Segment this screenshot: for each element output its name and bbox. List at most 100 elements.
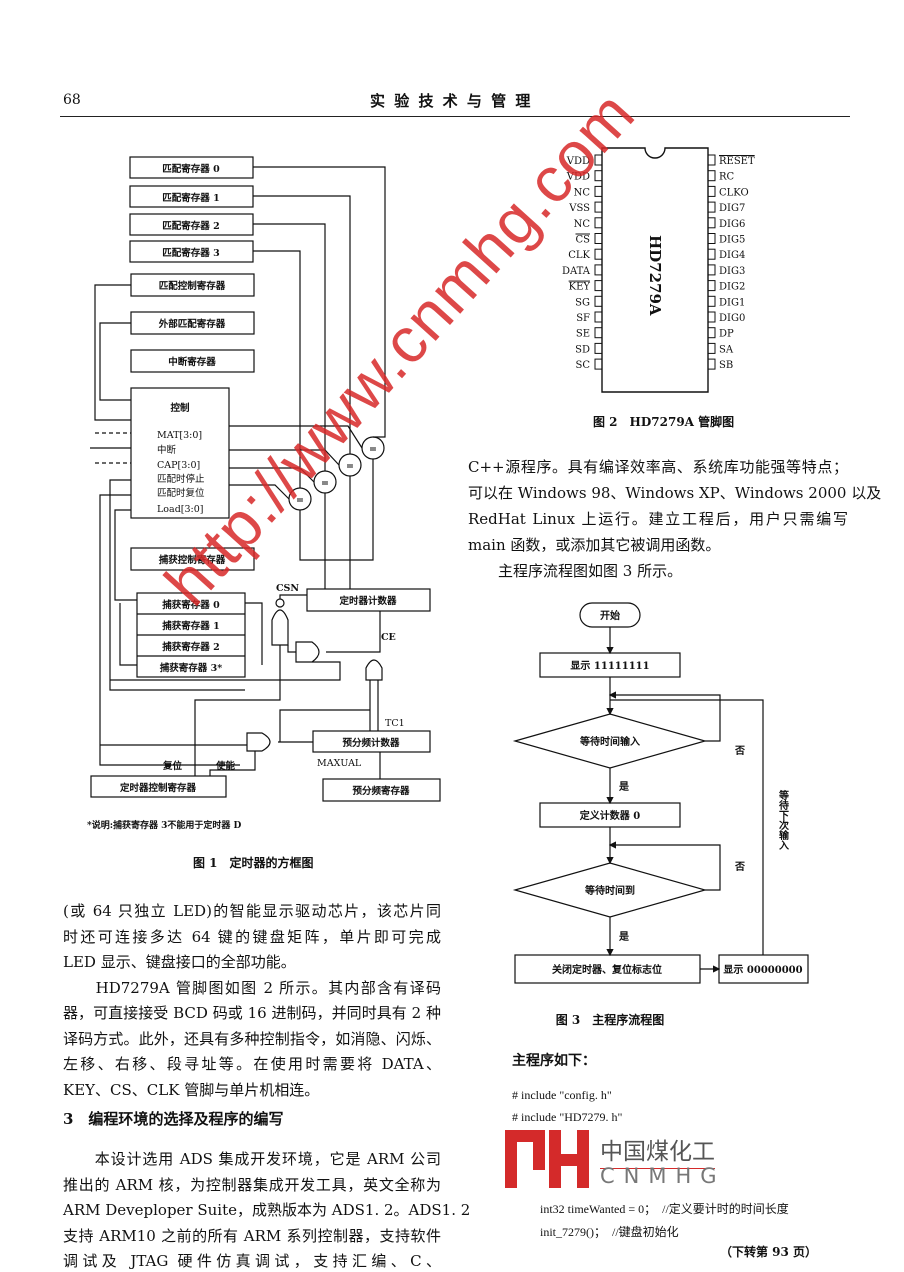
comparator-symbol: = (369, 444, 377, 455)
match-register-2: 匹配寄存器 2 (162, 220, 219, 232)
right-text-line: main 函数，或添加其它被调用函数。 (468, 536, 721, 554)
left-text-line: KEY、CS、CLK 管脚与单片机相连。 (63, 1080, 320, 1099)
pin-left (594, 248, 603, 260)
figure2-pinout: HD7279A VDDVDDNCVSSNCCSCLKDATAKEYSGSFSES… (562, 147, 755, 429)
flow-yes: 是 (618, 931, 629, 943)
pin-label-left: SD (575, 344, 590, 355)
figure3-flowchart: 开始 显示 11111111 等待时间输入 是 否 定义计数器 0 等待时间到 … (512, 602, 809, 1027)
pin-right (707, 358, 716, 370)
figure1-note: *说明:捕获寄存器 3不能用于定时器 D (87, 819, 242, 831)
pin-left (594, 154, 603, 166)
left-text-line: 时还可连接多达 64 键的键盘矩阵，单片即可完成 (63, 927, 441, 946)
left-text-line: HD7279A 管脚图如图 2 所示。其内部含有译码 (63, 978, 441, 997)
pin-label-left: VDD (566, 172, 590, 183)
pin-left (594, 295, 603, 307)
left-text-line: 支持 ARM10 之前的所有 ARM 系列控制器，支持软件 (63, 1226, 441, 1245)
figure3-caption: 图 3 主程序流程图 (556, 1012, 665, 1027)
right-text-line: C++源程序。具有编译效率高、系统库功能强等特点； (468, 458, 848, 476)
pin-label-right: DIG7 (719, 203, 745, 214)
flow-close-timer: 关闭定时器、复位标志位 (552, 963, 662, 976)
pin-right (707, 280, 716, 292)
pin-label-right: DIG1 (719, 297, 745, 308)
tc1-label: TC1 (385, 718, 405, 729)
pin-label-left: SC (575, 360, 590, 371)
flow-wait-input: 等待时间输入 (580, 735, 640, 748)
pin-label-left: SG (575, 297, 590, 308)
pin-left (594, 264, 603, 276)
pin-label-left: VDD (566, 156, 590, 167)
pin-right (707, 201, 716, 213)
enable-label: 使能 (215, 760, 236, 772)
ce-label: CE (381, 632, 396, 643)
prescale-register: 预分频寄存器 (352, 785, 410, 797)
pin-right (707, 342, 716, 354)
signal-reset-on-match: 匹配时复位 (157, 487, 205, 499)
code-line: init_7279()； //键盘初始化 (540, 1225, 679, 1239)
external-match-register: 外部匹配寄存器 (158, 318, 226, 330)
pin-right (707, 170, 716, 182)
pin-right (707, 327, 716, 339)
program-intro: 主程序如下： (512, 1053, 596, 1069)
code-line: # include "HD7279. h" (512, 1110, 623, 1124)
right-text-line: RedHat Linux 上运行。建立工程后，用户只需编写 (468, 510, 848, 528)
pin-label-left: SE (576, 329, 590, 340)
journal-title: 实 验 技 术 与 管 理 (370, 92, 533, 110)
pin-left (594, 280, 603, 292)
left-text-line: 器，可直接接受 BCD 码或 16 进制码，并同时具有 2 种 (63, 1004, 441, 1022)
pin-label-left: SF (576, 313, 590, 324)
capture-register-0: 捕获寄存器 0 (162, 599, 220, 611)
pin-right (707, 264, 716, 276)
logo-mark-icon (505, 1130, 589, 1188)
match-register-1: 匹配寄存器 1 (162, 192, 219, 204)
flow-wait-next: 等待下次输入 (777, 789, 789, 851)
left-text-line: 本设计选用 ADS 集成开发环境，它是 ARM 公司 (63, 1150, 441, 1168)
code-line: int32 timeWanted = 0； //定义要计时的时间长度 (540, 1202, 789, 1216)
pin-label-left: NC (574, 219, 591, 230)
signal-interrupt: 中断 (157, 444, 177, 456)
logo-en-text: CNMHG (600, 1164, 726, 1188)
prescale-counter: 预分频计数器 (342, 737, 400, 749)
pin-right (707, 233, 716, 244)
pin-left (594, 201, 603, 213)
capture-control-register: 捕获控制寄存器 (159, 554, 226, 566)
pin-right (707, 154, 716, 166)
flow-define-counter: 定义计数器 0 (580, 809, 640, 822)
timer-control-register: 定时器控制寄存器 (119, 782, 197, 794)
pin-label-right: DIG2 (719, 282, 745, 293)
pin-right (707, 217, 716, 229)
pin-left (594, 217, 603, 229)
pin-label-right: DP (719, 329, 734, 340)
pin-label-left: KEY (569, 282, 591, 293)
pin-label-right: RESET (719, 156, 755, 167)
flow-no: 否 (734, 745, 745, 757)
flow-wait-time: 等待时间到 (585, 884, 635, 897)
match-control-register: 匹配控制寄存器 (159, 280, 226, 292)
signal-load: Load[3:0] (157, 504, 203, 515)
left-text-line: LED 显示、键盘接口的全部功能。 (63, 953, 296, 971)
pin-label-left: NC (574, 187, 591, 198)
page-number: 68 (63, 92, 81, 108)
flow-display-ones: 显示 11111111 (570, 660, 649, 672)
figure1-caption: 图 1 定时器的方框图 (193, 855, 314, 870)
left-text-line: (或 64 只独立 LED)的智能显示驱动芯片，该芯片同 (63, 902, 441, 920)
pin-label-left: DATA (562, 266, 591, 277)
pin-label-right: DIG0 (719, 313, 745, 324)
comparator-symbol: = (321, 478, 329, 489)
left-text-line: 推出的 ARM 核，为控制器集成开发工具，英文全称为 (63, 1175, 441, 1194)
figure2-caption: 图 2 HD7279A 管脚图 (593, 414, 734, 429)
maxual-label: MAXUAL (317, 758, 362, 769)
section-heading: 3 编程环境的选择及程序的编写 (63, 1110, 284, 1128)
pin-label-right: DIG4 (719, 250, 745, 261)
pin-left (594, 185, 603, 197)
comparator-symbol: = (296, 495, 304, 506)
signal-cap: CAP[3:0] (157, 460, 200, 471)
pin-label-right: RC (719, 172, 735, 183)
signal-mat: MAT[3:0] (157, 430, 202, 441)
flow-start: 开始 (600, 609, 620, 622)
flow-no: 否 (734, 861, 745, 873)
pin-right (707, 185, 716, 197)
timer-counter: 定时器计数器 (338, 595, 397, 607)
left-text-line: 译码方式。此外，还具有多种控制指令，如消隐、闪烁、 (63, 1029, 441, 1048)
interrupt-register: 中断寄存器 (168, 356, 216, 368)
